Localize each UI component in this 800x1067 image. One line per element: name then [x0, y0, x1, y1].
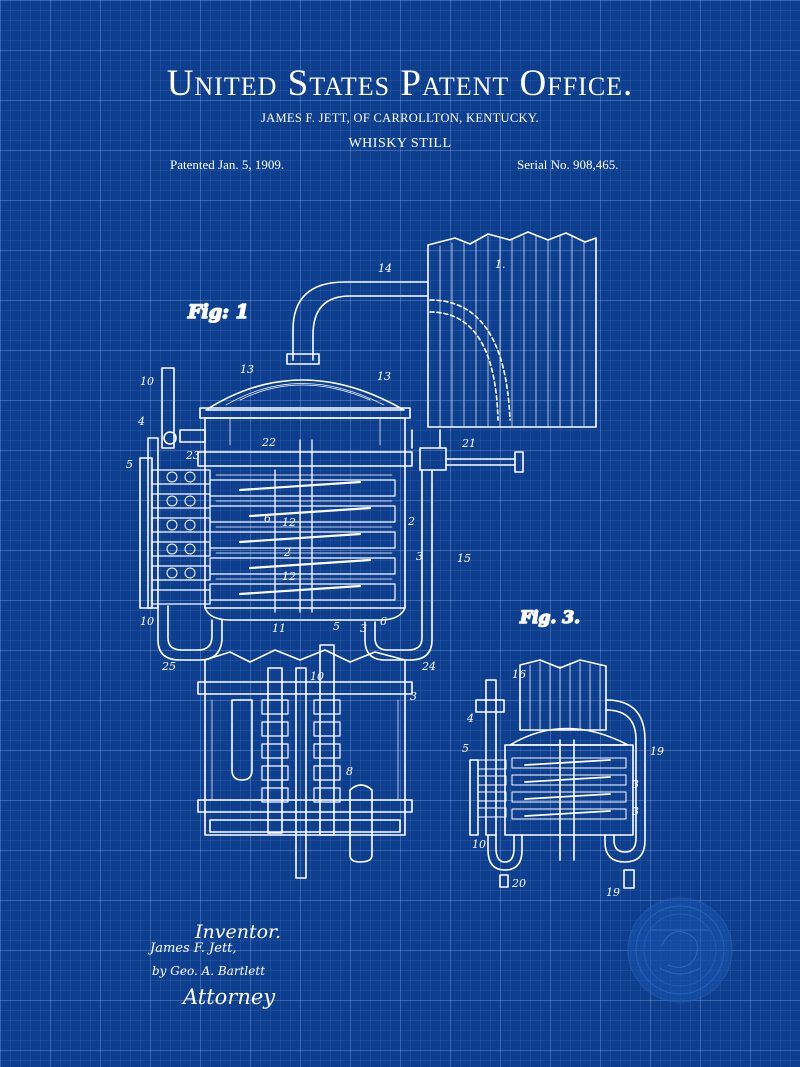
- svg-text:13: 13: [377, 370, 391, 383]
- svg-text:12: 12: [282, 570, 296, 583]
- svg-text:5: 5: [462, 742, 469, 755]
- svg-text:23: 23: [185, 449, 200, 462]
- fig1-column: 2 3 6 12 2 12 6 11: [197, 417, 423, 635]
- svg-text:20: 20: [511, 877, 526, 890]
- svg-text:5: 5: [333, 620, 340, 633]
- attorney-label: Attorney: [181, 985, 276, 1009]
- patent-date: Patented Jan. 5, 1909.: [170, 157, 285, 172]
- fig2-section: 5 3 10 3 8: [197, 620, 417, 879]
- svg-text:4: 4: [466, 712, 474, 725]
- svg-text:3: 3: [632, 805, 639, 818]
- svg-text:2: 2: [407, 515, 415, 528]
- svg-text:10: 10: [140, 615, 154, 628]
- svg-text:6: 6: [380, 615, 387, 628]
- invention-title: WHISKY STILL: [348, 136, 452, 151]
- svg-text:24: 24: [421, 660, 436, 673]
- svg-text:14: 14: [378, 262, 392, 275]
- svg-text:3: 3: [360, 622, 367, 635]
- svg-text:21: 21: [461, 437, 476, 450]
- svg-text:10: 10: [310, 670, 324, 683]
- svg-text:1.: 1.: [495, 258, 506, 271]
- svg-text:10: 10: [140, 375, 154, 388]
- svg-text:12: 12: [282, 516, 296, 529]
- svg-text:5: 5: [126, 458, 133, 471]
- svg-text:6: 6: [264, 512, 271, 525]
- serial-number: Serial No. 908,465.: [517, 157, 619, 172]
- svg-text:25: 25: [161, 660, 176, 673]
- svg-text:22: 22: [261, 436, 276, 449]
- fig3-still: 16 4 5 19 3 3 10 20 19: [462, 659, 664, 899]
- attorney-signature: by Geo. A. Bartlett: [152, 964, 265, 978]
- svg-text:10: 10: [472, 838, 486, 851]
- signature-block: Inventor. James F. Jett, by Geo. A. Bart…: [147, 921, 281, 1009]
- fig1-left-manifold: 10 4 5 23: [126, 367, 211, 609]
- fig1-dome: 13 13 22: [199, 363, 411, 449]
- fig1-tank: 1.: [427, 231, 597, 428]
- svg-text:2: 2: [283, 546, 291, 559]
- svg-text:19: 19: [606, 886, 620, 899]
- inventor-line: JAMES F. JETT, OF CARROLLTON, KENTUCKY.: [261, 111, 539, 125]
- svg-text:8: 8: [346, 765, 353, 778]
- svg-text:3: 3: [410, 690, 417, 703]
- inventor-label: Inventor.: [194, 921, 281, 943]
- svg-text:3: 3: [416, 550, 423, 563]
- inventor-signature: James F. Jett,: [147, 941, 237, 956]
- svg-text:16: 16: [512, 668, 526, 681]
- fig1-u-pipes: 10 25 24 15 21: [140, 429, 524, 673]
- svg-text:3: 3: [632, 778, 639, 791]
- svg-text:15: 15: [457, 552, 471, 565]
- svg-text:13: 13: [240, 363, 254, 376]
- fig1-label: Fig: 1: [187, 301, 249, 323]
- fig1-vapor-pipe: 14: [286, 262, 429, 365]
- fig3-label: Fig. 3.: [519, 608, 580, 628]
- svg-text:11: 11: [272, 622, 286, 635]
- svg-text:4: 4: [137, 415, 145, 428]
- svg-text:19: 19: [650, 745, 664, 758]
- patent-office-title: United States Patent Office.: [166, 63, 634, 104]
- embossed-seal: [627, 897, 733, 1003]
